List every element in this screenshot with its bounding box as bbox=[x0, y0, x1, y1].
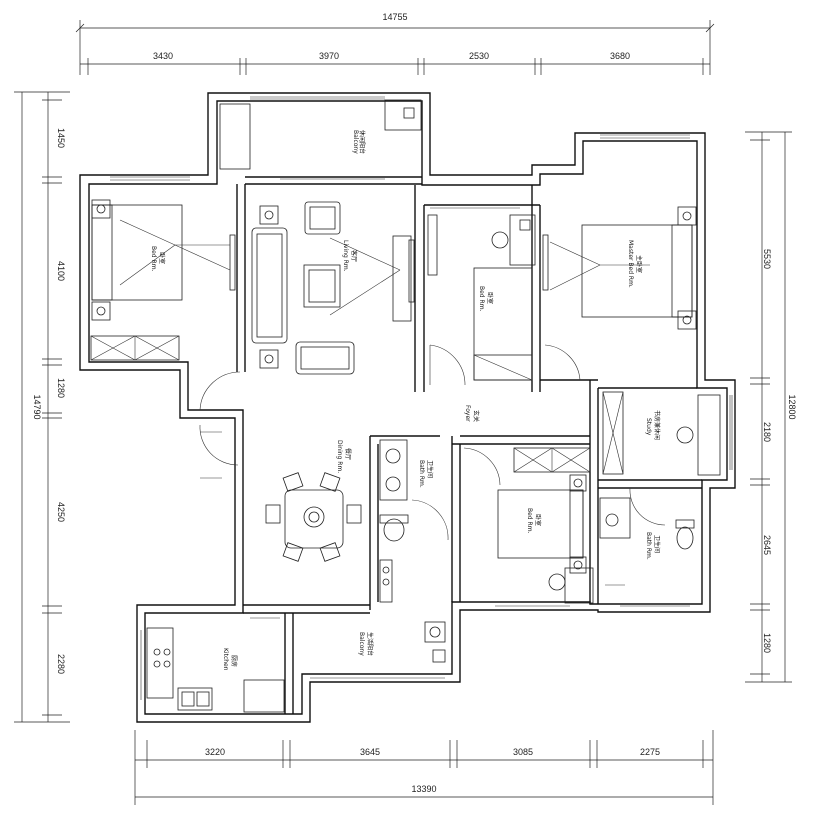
dimension-lines bbox=[14, 20, 792, 805]
master-bedroom-furniture bbox=[542, 206, 697, 381]
dim-right-seg-4: 1280 bbox=[762, 633, 772, 653]
label-dining-cn: 餐厅 bbox=[344, 448, 352, 460]
dim-left-seg-4: 4250 bbox=[56, 502, 66, 522]
label-kitchen-cn: 厨房 bbox=[230, 655, 238, 667]
label-bed-left-cn: 卧室 bbox=[158, 252, 166, 264]
label-balcony-bottom-cn: 生活阳台 bbox=[366, 632, 374, 656]
dim-right-total: 12800 bbox=[787, 394, 797, 419]
label-bed-lower-cn: 卧室 bbox=[534, 514, 542, 526]
label-foyer-cn: 玄关 bbox=[472, 410, 480, 422]
lower-balcony-fixtures bbox=[424, 621, 446, 663]
lower-bedroom-furniture bbox=[463, 447, 594, 604]
kitchen-fixtures bbox=[146, 617, 285, 713]
middle-bedroom-furniture bbox=[427, 214, 536, 386]
label-bath-a-cn: 卫生间 bbox=[426, 460, 434, 478]
label-balcony-bottom-en: Balcony bbox=[358, 632, 365, 656]
label-bed-lower-en: Bed Rm. bbox=[526, 508, 533, 534]
left-bedroom-furniture bbox=[90, 199, 236, 361]
bath-a-fixtures bbox=[379, 439, 449, 603]
dim-left-seg-3: 1280 bbox=[56, 378, 66, 398]
label-living-cn: 客厅 bbox=[350, 250, 358, 262]
dim-left-seg-2: 4100 bbox=[56, 261, 66, 281]
door-swings bbox=[199, 371, 241, 479]
label-bed-left-en: Bed Rm. bbox=[150, 246, 157, 272]
dining-furniture bbox=[265, 472, 362, 562]
label-bath-b-en: Bath Rm. bbox=[645, 532, 652, 560]
label-study-cn: 书房兼休闲 bbox=[653, 410, 661, 440]
dim-top-total: 14755 bbox=[382, 12, 407, 22]
room-labels: 休闲阳台 Balcony 卧室 Bed Rm. 客厅 Living Rm. 卧室… bbox=[150, 130, 661, 671]
dim-left-seg-1: 1450 bbox=[56, 128, 66, 148]
dim-top-seg-2: 3970 bbox=[319, 51, 339, 61]
top-balcony-furniture bbox=[219, 99, 422, 170]
living-room-furniture bbox=[251, 201, 415, 375]
label-master-bed-cn: 主卧室 bbox=[635, 255, 643, 273]
label-bed-mid-en: Bed Rm. bbox=[478, 286, 485, 312]
label-balcony-top-cn: 休闲阳台 bbox=[358, 130, 366, 154]
dim-top-seg-3: 2530 bbox=[469, 51, 489, 61]
bath-b-fixtures bbox=[599, 497, 695, 586]
label-dining-en: Dining Rm. bbox=[336, 440, 343, 473]
dim-right-seg-1: 5530 bbox=[762, 249, 772, 269]
label-living-en: Living Rm. bbox=[342, 240, 349, 272]
dim-right-seg-3: 2645 bbox=[762, 535, 772, 555]
study-furniture bbox=[602, 391, 721, 526]
dim-bottom-seg-1: 3220 bbox=[205, 747, 225, 757]
label-kitchen-en: Kitchen bbox=[222, 648, 229, 671]
dim-bottom-total: 13390 bbox=[411, 784, 436, 794]
dimension-labels: 14755 3430 3970 2530 3680 3220 3645 3085… bbox=[32, 12, 797, 794]
dim-right-seg-2: 2180 bbox=[762, 422, 772, 442]
dim-bottom-seg-3: 3085 bbox=[513, 747, 533, 757]
dim-top-seg-1: 3430 bbox=[153, 51, 173, 61]
dim-bottom-seg-4: 2275 bbox=[640, 747, 660, 757]
label-bath-b-cn: 卫生间 bbox=[653, 535, 661, 553]
label-foyer-en: Foyer bbox=[464, 405, 471, 422]
label-study-en: Study bbox=[645, 418, 652, 436]
dim-left-total: 14790 bbox=[32, 394, 42, 419]
walls bbox=[79, 92, 736, 723]
dim-bottom-seg-2: 3645 bbox=[360, 747, 380, 757]
dim-left-seg-5: 2280 bbox=[56, 654, 66, 674]
label-bath-a-en: Bath Rm. bbox=[418, 460, 425, 488]
windows bbox=[110, 96, 733, 700]
label-master-bed-en: Master Bed Rm. bbox=[627, 240, 634, 288]
label-balcony-top-en: Balcony bbox=[352, 130, 359, 154]
dim-top-seg-4: 3680 bbox=[610, 51, 630, 61]
label-bed-mid-cn: 卧室 bbox=[486, 292, 494, 304]
